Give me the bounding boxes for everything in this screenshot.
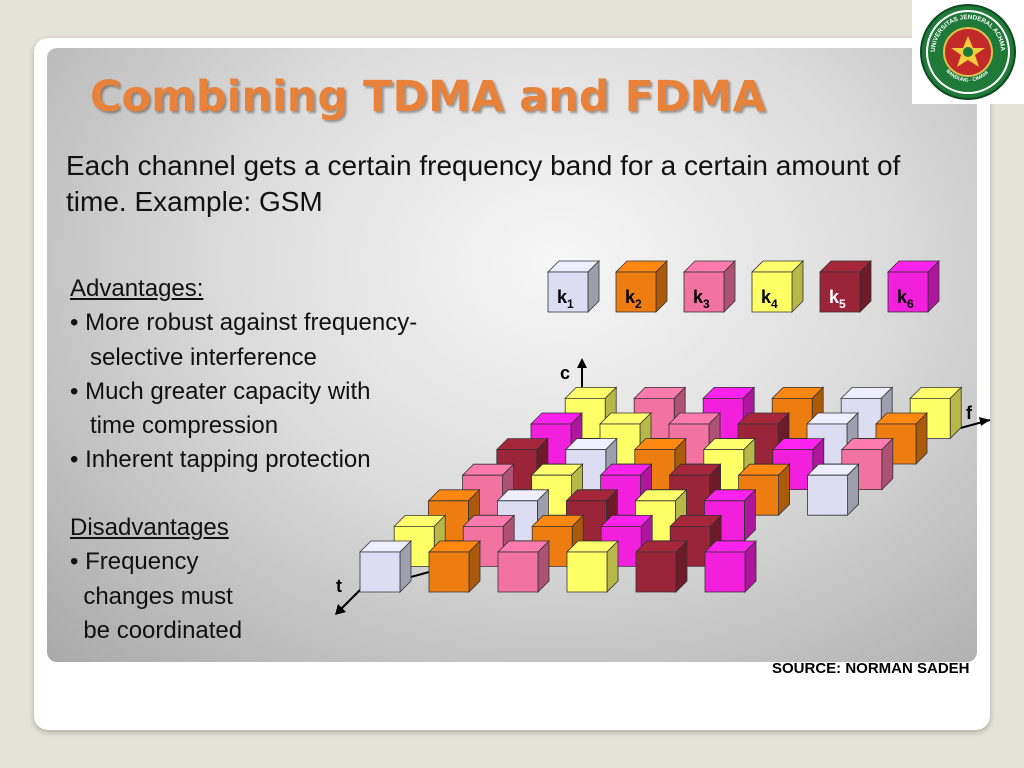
slide-title: Combining TDMA and FDMA [90, 72, 766, 122]
university-logo: UNIVERSITAS JENDERAL ACHMAD YANI BANDUNG… [910, 0, 1024, 104]
axis-label-t: t [336, 576, 342, 596]
legend-label-k6: k6 [897, 287, 914, 311]
advantages-line: • Much greater capacity with [70, 377, 371, 405]
legend-label-k5: k5 [829, 287, 846, 311]
legend-cube-k1: k1 [547, 260, 600, 313]
university-seal-icon: UNIVERSITAS JENDERAL ACHMAD YANI BANDUNG… [910, 0, 1016, 100]
channel-cube-k3 [497, 540, 550, 593]
channel-cube-k2 [428, 540, 481, 593]
axis-label-f: f [966, 403, 973, 423]
advantages-line: • More robust against frequency- [70, 309, 418, 337]
channel-cube-grid [359, 386, 963, 593]
legend-cube-k3: k3 [683, 260, 736, 313]
time-arrow-icon [335, 604, 346, 615]
advantages-line: selective interference [70, 343, 317, 371]
channel-cube-k1 [359, 540, 412, 593]
channel-cube-k1 [806, 463, 860, 517]
legend-cube-k5: k5 [819, 260, 872, 313]
frequency-arrow-icon [979, 417, 990, 426]
disadvantages-block: Disadvantages • Frequency changes must b… [70, 511, 242, 648]
advantages-line: time compression [70, 412, 279, 440]
advantages-line: • Inherent tapping protection [70, 446, 371, 474]
legend-cube-k2: k2 [615, 260, 668, 313]
legend-label-k3: k3 [693, 287, 710, 311]
disadvantages-heading: Disadvantages [70, 514, 229, 541]
disadvantages-line: be coordinated [70, 616, 243, 644]
channel-cube-k4 [566, 540, 619, 593]
disadvantages-line: changes must [70, 582, 233, 610]
channel-cube-k1 [564, 437, 618, 491]
legend-cube-k4: k4 [751, 260, 804, 313]
advantages-block: Advantages: • More robust against freque… [70, 272, 417, 478]
disadvantages-line: • Frequency [70, 548, 199, 576]
channel-arrow-icon [577, 358, 587, 368]
channel-cube-k6 [704, 540, 757, 593]
axis-label-c: c [560, 363, 570, 383]
slide-intro-text: Each channel gets a certain frequency ba… [66, 150, 901, 217]
channel-cube-k5 [635, 540, 688, 593]
channel-legend: k1 k2 k3 k4 k5 k6 [547, 260, 940, 313]
legend-label-k2: k2 [625, 287, 642, 311]
legend-cube-k6: k6 [887, 260, 940, 313]
source-credit: SOURCE: NORMAN SADEH [772, 660, 970, 677]
legend-label-k4: k4 [761, 287, 778, 311]
legend-label-k1: k1 [557, 287, 574, 311]
advantages-heading: Advantages: [70, 275, 204, 302]
